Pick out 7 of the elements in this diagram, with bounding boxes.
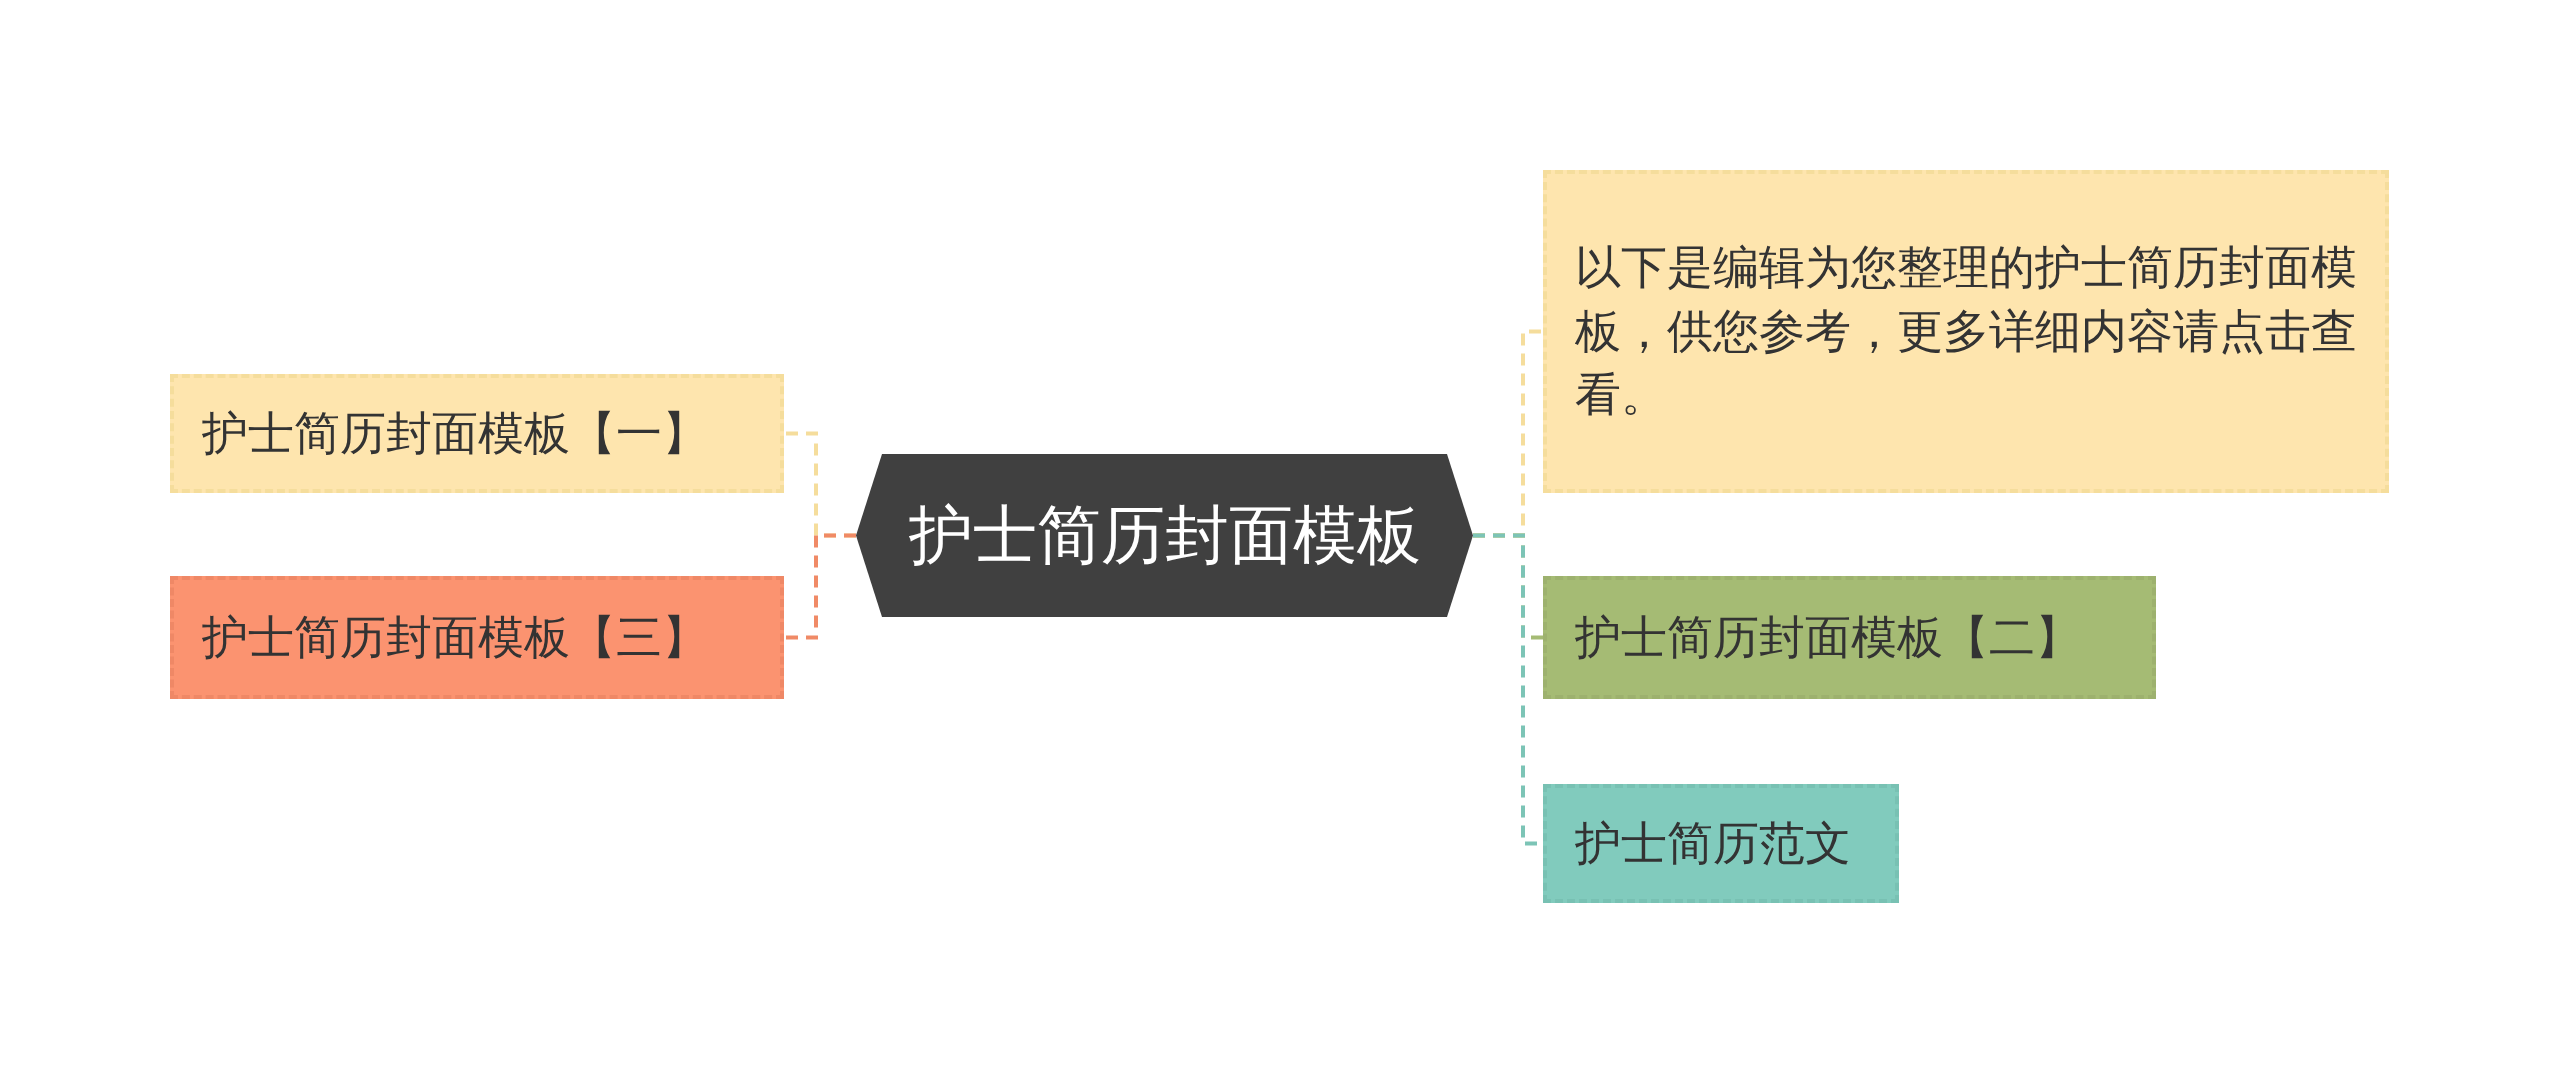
topic-box: 护士简历范文 <box>1543 784 1899 903</box>
topic-box: 护士简历封面模板【三】 <box>170 576 784 699</box>
central-topic-hexagon: 护士简历封面模板 <box>856 454 1473 617</box>
topic-box: 护士简历封面模板【一】 <box>170 374 784 493</box>
note-box: 以下是编辑为您整理的护士简历封面模板，供您参考，更多详细内容请点击查看。 <box>1543 170 2389 493</box>
connector-line <box>784 533 856 640</box>
topic-box: 护士简历封面模板【二】 <box>1543 576 2156 699</box>
